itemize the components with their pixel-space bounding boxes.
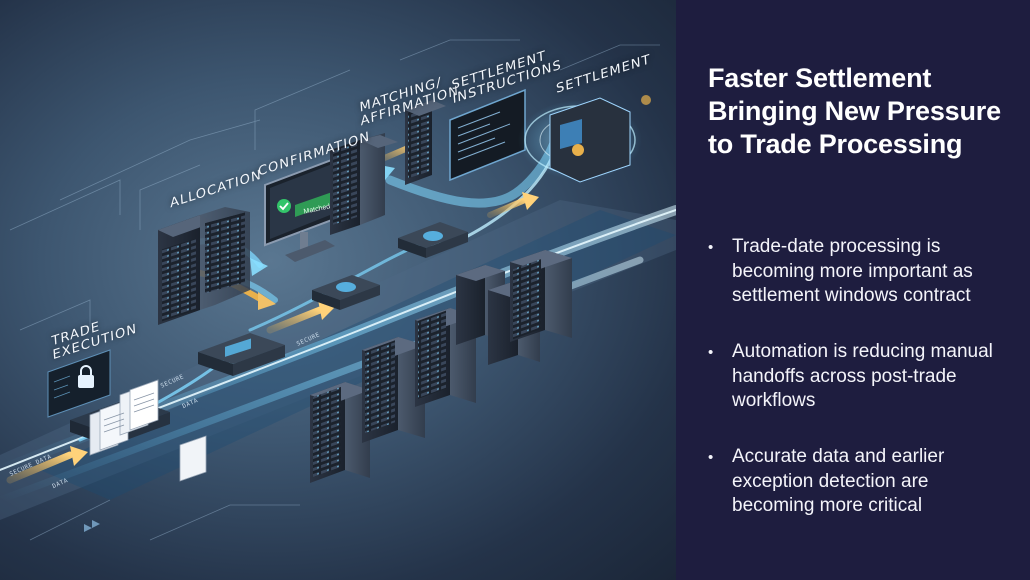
bullet-text: Automation is reducing manual handoffs a… bbox=[732, 340, 993, 412]
slide-title: Faster Settlement Bringing New Pressure … bbox=[708, 63, 1001, 159]
text-panel: Faster Settlement Bringing New Pressure … bbox=[676, 0, 1030, 580]
bullet-dot-icon: • bbox=[708, 343, 714, 361]
trade-flow-illustration: Trade Execution Allocation Confirmation … bbox=[0, 0, 676, 580]
schematic-lines bbox=[9, 39, 660, 541]
settlement-hub bbox=[518, 95, 651, 183]
lock-panel bbox=[47, 349, 111, 418]
bullet-dot-icon: • bbox=[708, 448, 714, 466]
play-chevrons bbox=[84, 520, 100, 532]
confirmation-monitor bbox=[264, 153, 346, 262]
bullet-text: Accurate data and earlier exception dete… bbox=[732, 445, 945, 517]
bullet-text: Trade-date processing is becoming more i… bbox=[732, 235, 973, 307]
allocation-servers bbox=[158, 207, 250, 325]
document-stacks bbox=[89, 379, 207, 482]
bullet-item: • Trade-date processing is becoming more… bbox=[708, 235, 1010, 309]
bullet-list: • Trade-date processing is becoming more… bbox=[708, 235, 1010, 519]
matching-servers bbox=[330, 100, 446, 235]
bullet-item: • Automation is reducing manual handoffs… bbox=[708, 340, 1010, 414]
trade-flow-artwork bbox=[0, 39, 676, 541]
bullet-dot-icon: • bbox=[708, 238, 714, 256]
bullet-item: • Accurate data and earlier exception de… bbox=[708, 445, 1010, 519]
data-center-racks bbox=[310, 250, 572, 483]
